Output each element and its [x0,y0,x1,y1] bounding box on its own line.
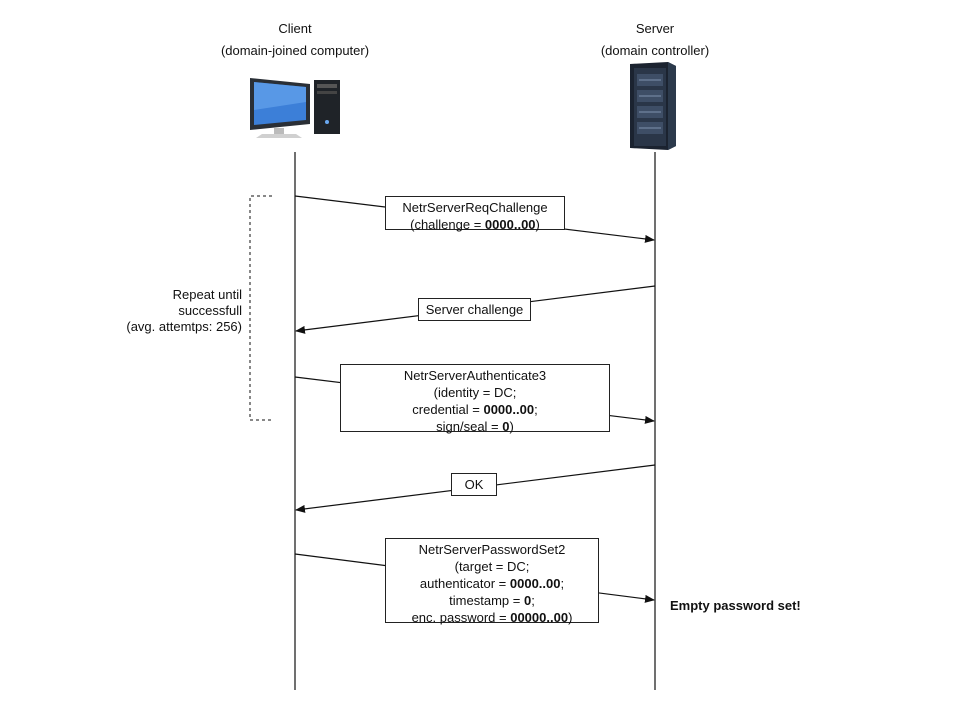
repeat-note-line: successfull [178,303,242,318]
message-name: OK [464,477,484,492]
server-rack-icon [630,62,676,150]
message-ok: OK [451,473,497,496]
repeat-note: Repeat until successfull (avg. attemtps:… [100,287,242,335]
message-param: timestamp = 0; [449,593,535,608]
client-title: Client [278,21,312,36]
client-subtitle: (domain-joined computer) [220,43,370,58]
message-param: credential = 0000..00; [412,402,538,417]
message-name: NetrServerPasswordSet2 [418,542,566,557]
message-param: (challenge = 0000..00) [410,217,540,232]
result-label: Empty password set! [670,598,801,613]
message-authenticate3: NetrServerAuthenticate3 (identity = DC; … [340,364,610,434]
desktop-computer-icon [250,78,340,138]
repeat-note-line: Repeat until [172,287,242,302]
message-param: authenticator = 0000..00; [419,576,565,591]
message-param: (target = DC; [454,559,530,574]
message-param: sign/seal = 0) [436,419,514,434]
message-name: NetrServerAuthenticate3 [403,368,547,383]
message-param: enc. password = 00000..00) [411,610,573,625]
repeat-bracket [249,195,272,421]
repeat-note-line: (avg. attemtps: 256) [126,319,242,334]
message-name: NetrServerReqChallenge [402,200,548,215]
message-server-challenge: Server challenge [418,298,531,321]
message-name: Server challenge [425,302,524,317]
server-title: Server [635,21,675,36]
message-password-set2: NetrServerPasswordSet2 (target = DC; aut… [385,538,599,625]
message-param: (identity = DC; [433,385,517,400]
message-req-challenge: NetrServerReqChallenge (challenge = 0000… [385,196,565,232]
server-subtitle: (domain controller) [600,43,710,58]
